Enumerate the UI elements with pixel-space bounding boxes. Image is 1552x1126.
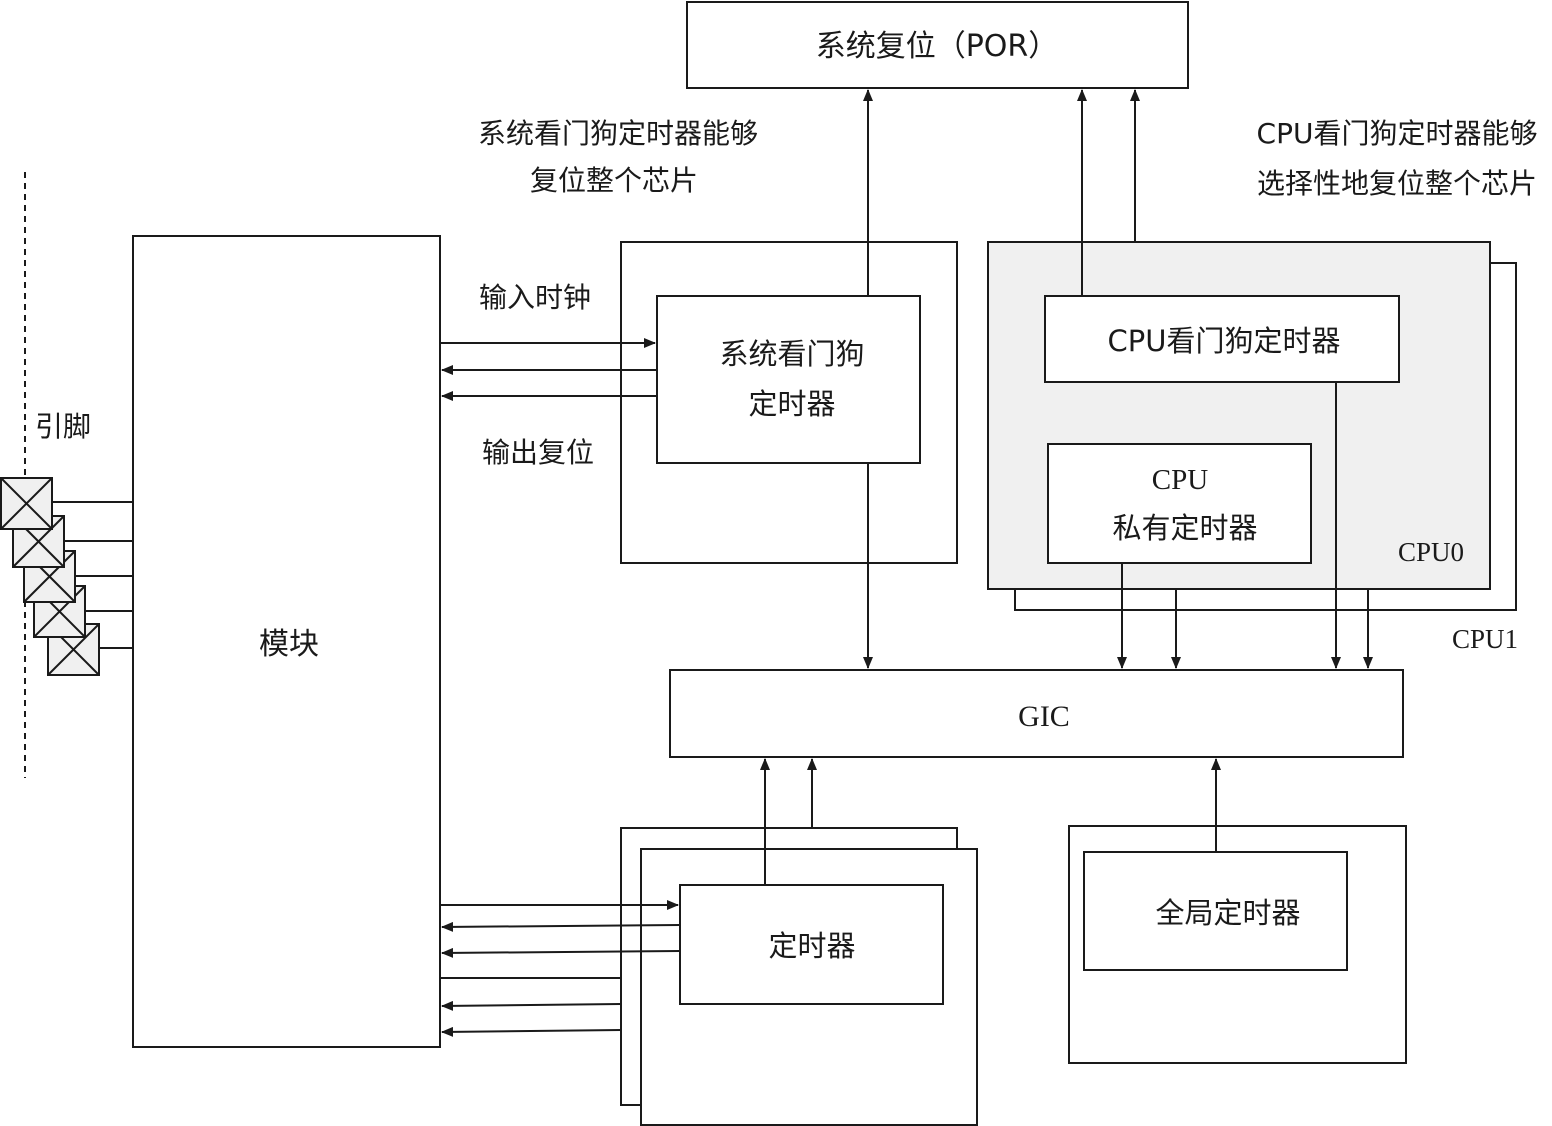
sys-wdt-label-line1: 系统看门狗 [719, 337, 864, 371]
timer-to-module-arrow-1 [441, 921, 681, 932]
gic-label: GIC [1018, 700, 1070, 733]
global-timer-block [1083, 851, 1348, 971]
output-reset-label: 输出复位 [482, 436, 594, 469]
global-timer-label: 全局定时器 [1155, 896, 1300, 930]
timer-to-module-arrow-2 [441, 947, 681, 958]
cpu0-label: CPU0 [1398, 537, 1464, 567]
pin-1 [0, 477, 53, 530]
cpu-private-timer-block [1047, 443, 1312, 564]
cpu1-label: CPU1 [1452, 624, 1518, 654]
timer-label: 定时器 [768, 929, 855, 963]
cpu-private-timer-label-line1: CPU [1152, 464, 1208, 496]
cpu-wdt-label: CPU看门狗定时器 [1108, 324, 1341, 358]
timer-block [679, 884, 944, 1005]
cpu-wdt-block [1044, 295, 1400, 383]
sys-wdt-block [656, 295, 921, 464]
timer-to-module-arrow-4 [441, 1026, 622, 1037]
sys-wdt-note-line2: 复位整个芯片 [530, 164, 698, 197]
module-label: 模块 [259, 627, 319, 662]
cpu-private-timer-label-line2: 私有定时器 [1112, 511, 1257, 545]
cpu-wdt-note-line1: CPU看门狗定时器能够 [1257, 117, 1538, 150]
timer-to-module-arrow-3 [441, 1000, 622, 1011]
por-label: 系统复位（POR） [816, 29, 1059, 64]
module-block [132, 235, 441, 1048]
sys-wdt-note-line1: 系统看门狗定时器能够 [478, 117, 758, 150]
cpu-wdt-note-line2: 选择性地复位整个芯片 [1257, 167, 1537, 200]
gic-block [669, 669, 1404, 758]
pins-label: 引脚 [35, 410, 91, 443]
input-clock-label: 输入时钟 [479, 281, 591, 314]
sys-wdt-label-line2: 定时器 [748, 387, 835, 421]
pin-connection-lines [51, 501, 133, 649]
por-block [686, 1, 1189, 89]
